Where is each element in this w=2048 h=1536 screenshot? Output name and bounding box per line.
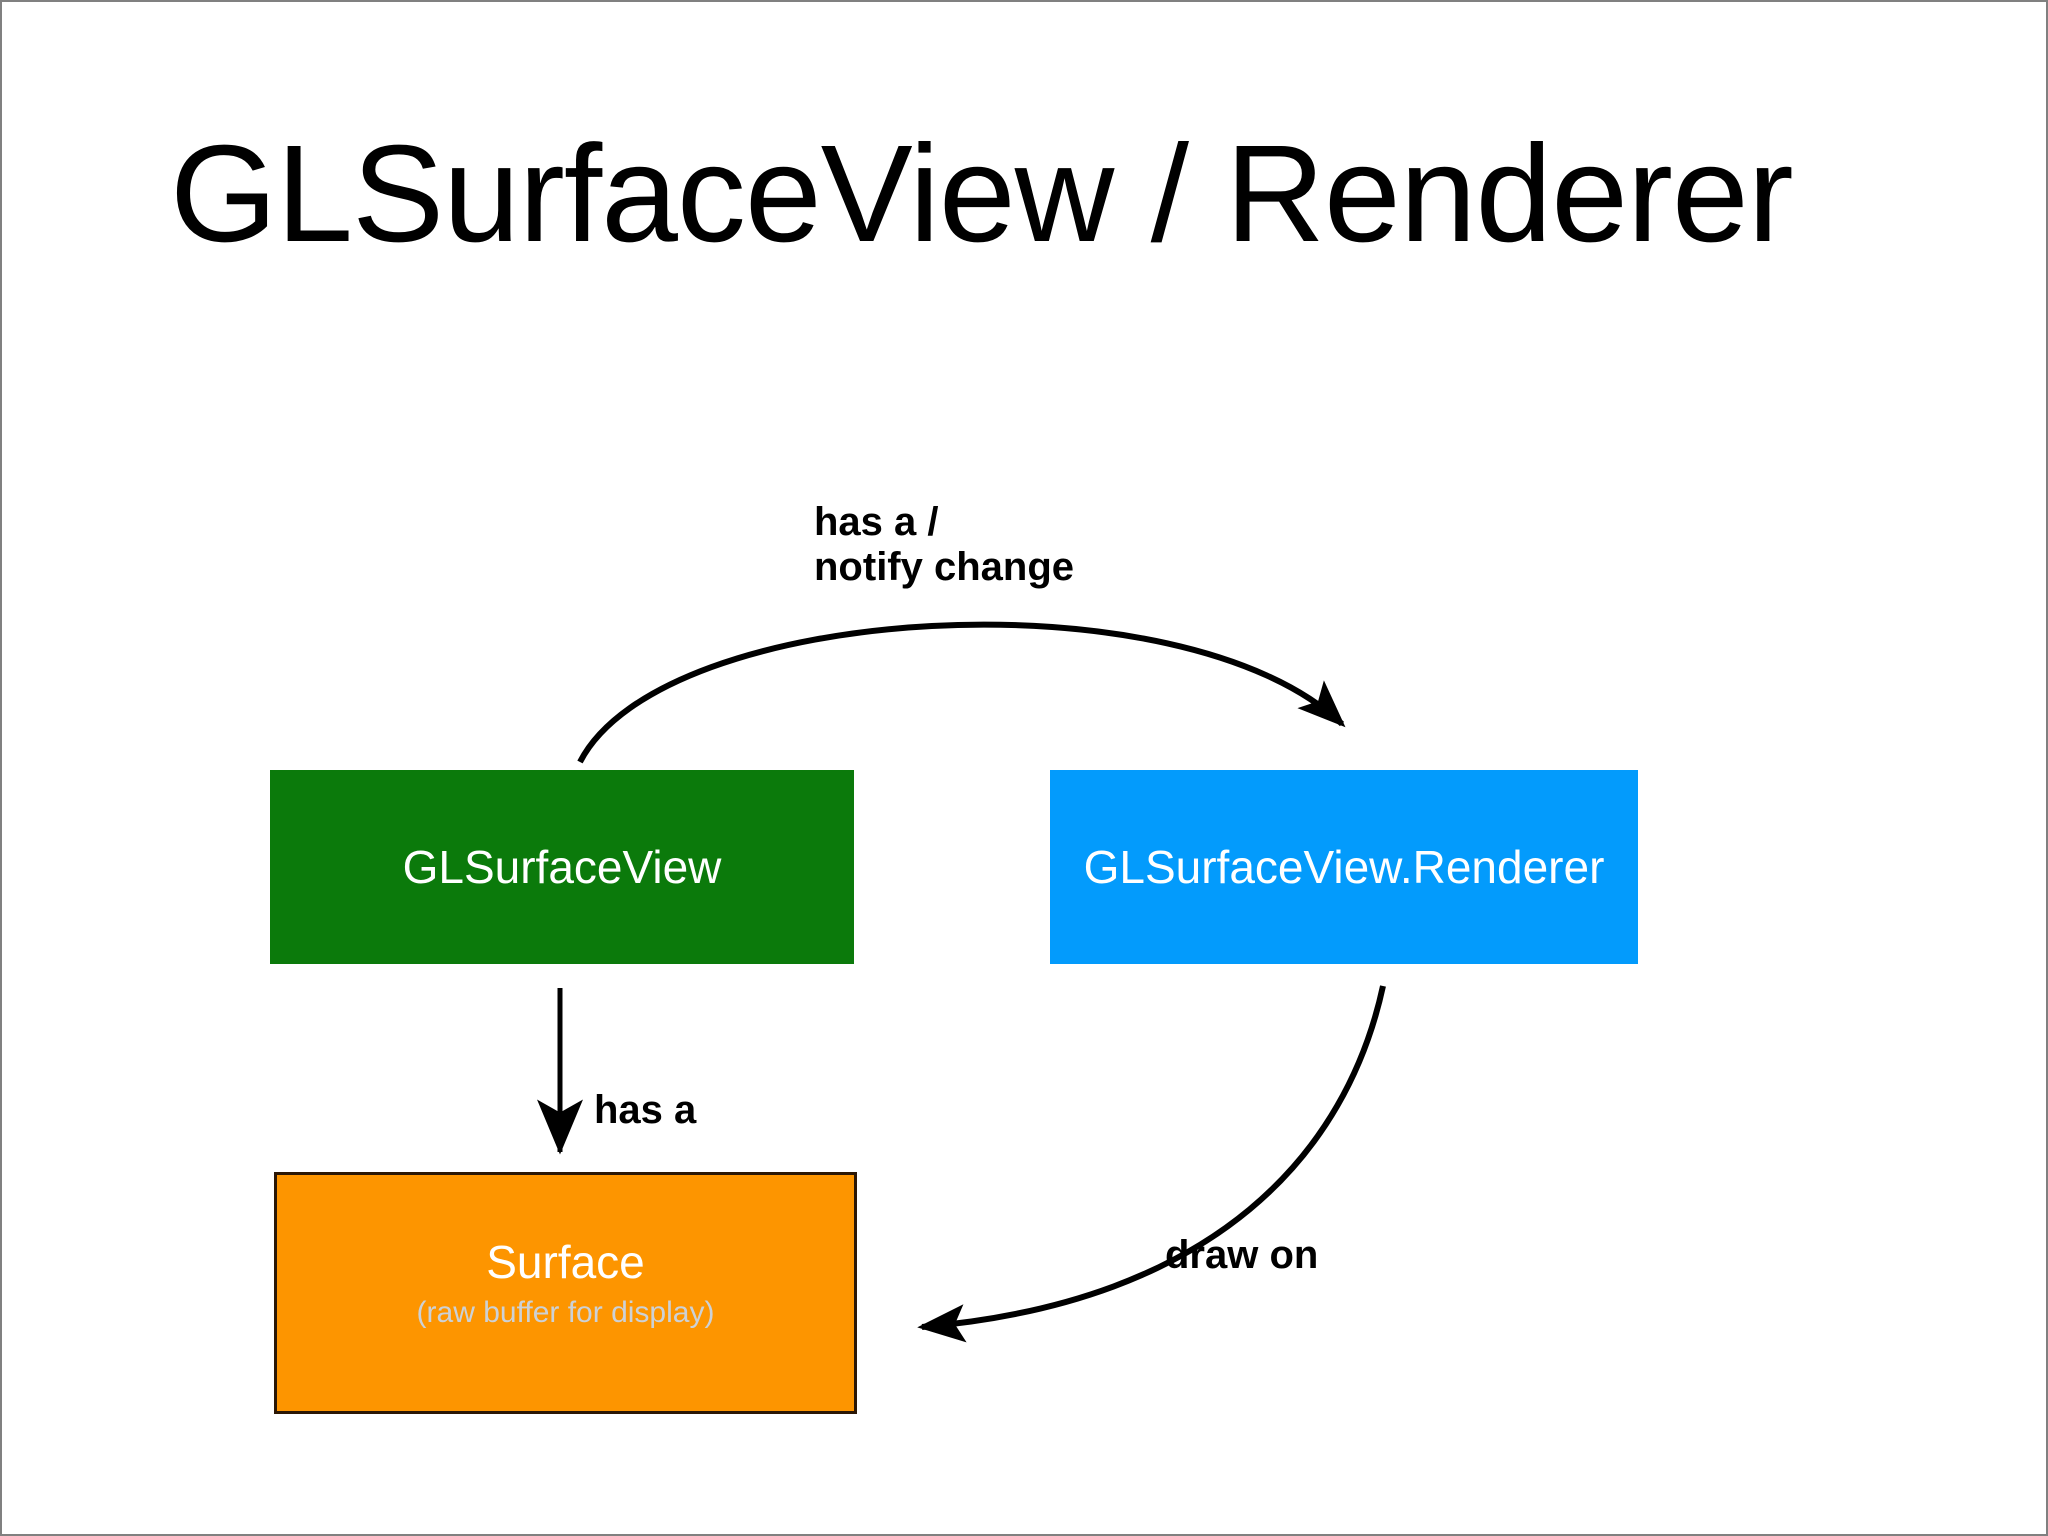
edge-glsurfaceview-to-renderer — [577, 621, 1346, 764]
edge-label-has-a-notify-change: has a / notify change — [814, 500, 1075, 589]
edge-label-draw-on: draw on — [1165, 1233, 1319, 1277]
node-glsurfaceview-label: GLSurfaceView — [402, 840, 722, 893]
node-surface-sublabel: (raw buffer for display) — [416, 1295, 715, 1329]
node-renderer[interactable]: GLSurfaceView.Renderer — [1050, 770, 1638, 964]
node-renderer-label: GLSurfaceView.Renderer — [1083, 840, 1605, 893]
node-glsurfaceview[interactable]: GLSurfaceView — [270, 770, 854, 964]
page-title: GLSurfaceView / Renderer — [170, 117, 1794, 271]
node-surface[interactable]: Surface (raw buffer for display) — [274, 1172, 857, 1414]
node-surface-label: Surface — [486, 1236, 645, 1288]
edge-label-has-a: has a — [594, 1088, 697, 1132]
